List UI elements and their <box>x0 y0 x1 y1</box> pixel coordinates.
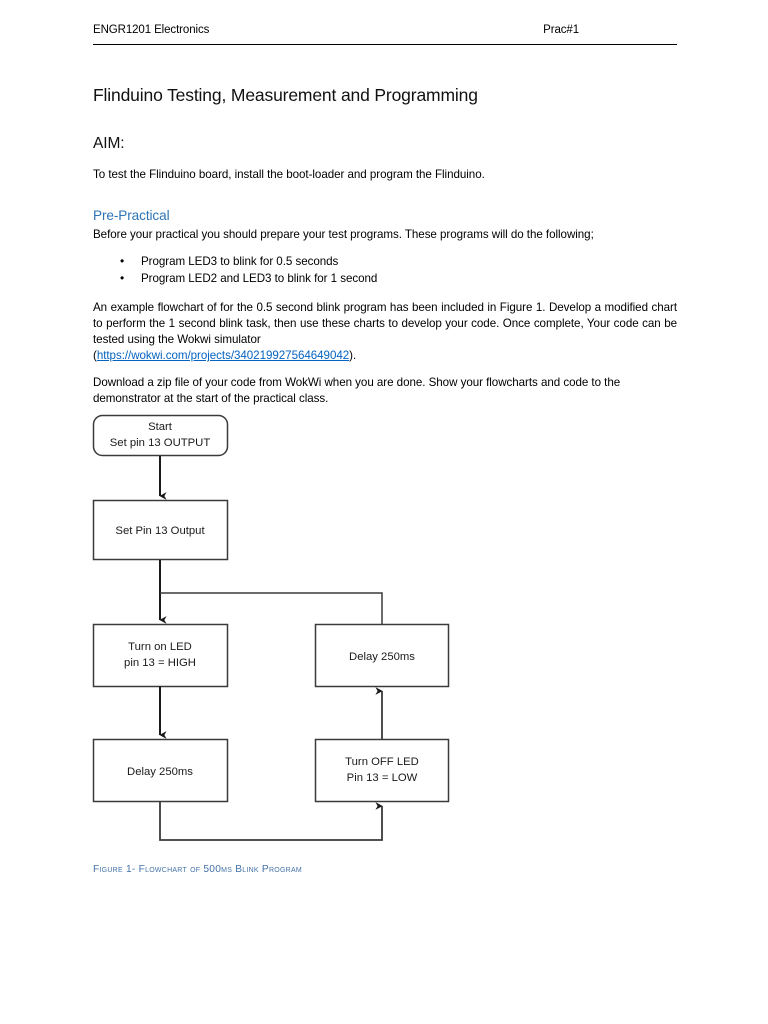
flowchart-instructions-text: An example flowchart of for the 0.5 seco… <box>93 301 677 346</box>
flow-node-start-label: Start <box>148 421 173 433</box>
paren-open: ( <box>93 349 97 362</box>
flow-node-start-label-2: Set pin 13 OUTPUT <box>110 437 211 449</box>
prepractical-bullet-list: Program LED3 to blink for 0.5 seconds Pr… <box>93 253 677 288</box>
flow-edge-delayleft-ledoff <box>159 801 383 841</box>
list-item: Program LED2 and LED3 to blink for 1 sec… <box>93 270 677 288</box>
wokwi-project-link[interactable]: https://wokwi.com/projects/3402199275646… <box>96 349 350 362</box>
flow-node-ledon-label-2: pin 13 = HIGH <box>124 657 196 669</box>
flow-node-delay-left-label: Delay 250ms <box>127 766 193 778</box>
flow-node-delay-right-label: Delay 250ms <box>349 651 415 663</box>
list-item: Program LED3 to blink for 0.5 seconds <box>93 253 677 271</box>
header-course-title: ENGR1201 Electronics <box>93 24 210 36</box>
flow-node-setpin <box>92 499 229 561</box>
document-body: Flinduino Testing, Measurement and Progr… <box>93 84 677 407</box>
flowchart-instructions-paragraph: An example flowchart of for the 0.5 seco… <box>93 300 677 364</box>
flow-node-ledoff-label-2: Pin 13 = LOW <box>347 772 418 784</box>
header-prac-number: Prac#1 <box>543 24 579 36</box>
document-header: ENGR1201 Electronics Prac#1 <box>93 22 677 45</box>
flow-node-ledoff <box>314 738 450 803</box>
flow-node-setpin-label: Set Pin 13 Output <box>115 525 205 537</box>
flow-node-delay-right <box>314 623 450 688</box>
figure-caption: Figure 1- Flowchart of 500ms Blink Progr… <box>93 864 302 875</box>
prepractical-heading: Pre-Practical <box>93 208 170 223</box>
paren-close: ). <box>349 349 357 362</box>
flow-node-delay-left <box>92 738 229 803</box>
aim-text: To test the Flinduino board, install the… <box>93 168 485 181</box>
flow-node-ledon-label: Turn on LED <box>128 641 192 653</box>
prepractical-intro: Before your practical you should prepare… <box>93 228 594 241</box>
flow-edge-setpin-delayright <box>160 592 383 624</box>
flow-node-start <box>92 414 229 457</box>
download-instructions-paragraph: Download a zip file of your code from Wo… <box>93 376 621 405</box>
aim-heading: AIM: <box>93 135 125 152</box>
page-title: Flinduino Testing, Measurement and Progr… <box>93 85 478 105</box>
flow-node-ledon <box>92 623 229 688</box>
flow-node-ledoff-label: Turn OFF LED <box>345 756 419 768</box>
